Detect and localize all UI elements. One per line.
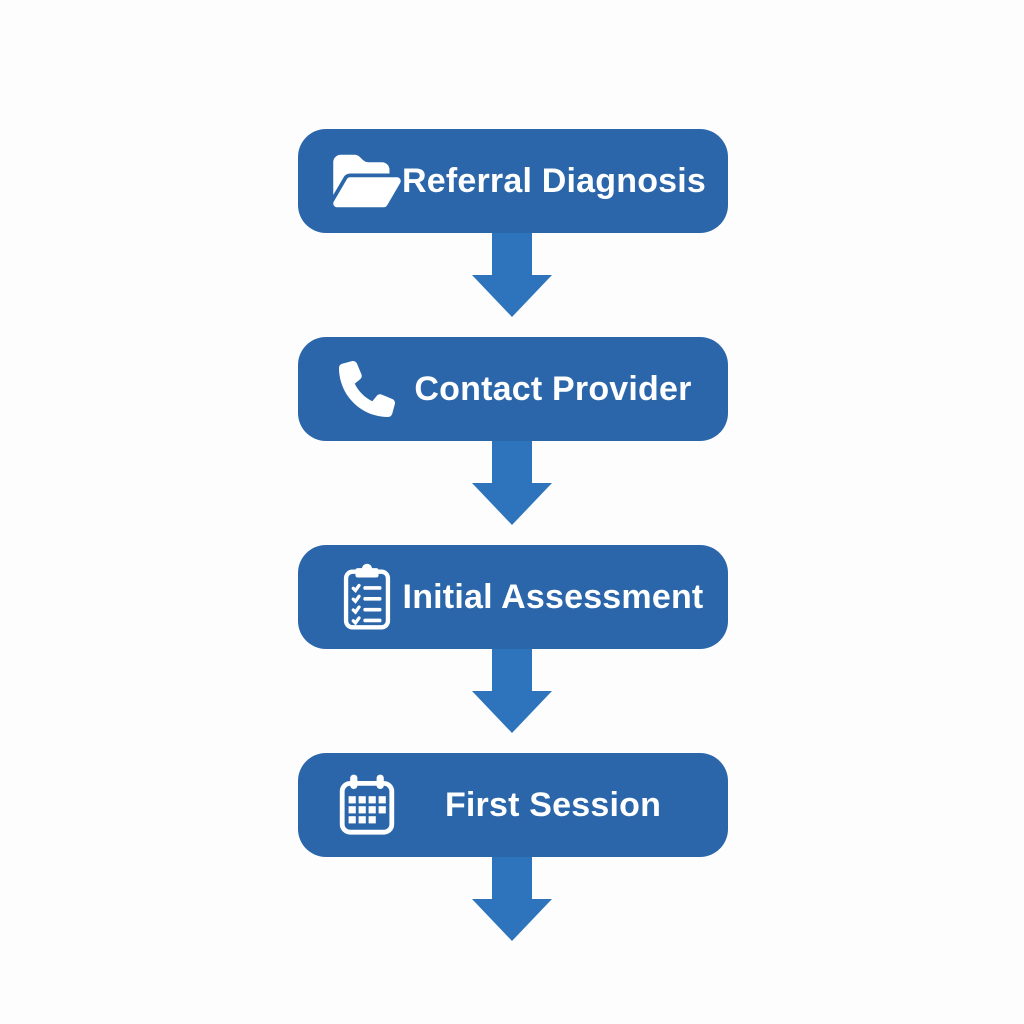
- step-label: Initial Assessment: [402, 577, 704, 616]
- phone-icon: [332, 361, 402, 417]
- calendar-icon: [332, 773, 402, 837]
- step-label: Contact Provider: [414, 369, 692, 408]
- step-label: Referral Diagnosis: [402, 161, 707, 200]
- step-initial-assessment: Initial Assessment: [298, 545, 728, 649]
- folder-open-icon: [332, 151, 402, 211]
- step-first-session: First Session: [298, 753, 728, 857]
- down-arrow-icon: [472, 233, 552, 317]
- step-contact-provider: Contact Provider: [298, 337, 728, 441]
- down-arrow-icon: [472, 857, 552, 941]
- down-arrow-icon: [472, 441, 552, 525]
- step-label: First Session: [444, 785, 662, 824]
- step-referral-diagnosis: Referral Diagnosis: [298, 129, 728, 233]
- down-arrow-icon: [472, 649, 552, 733]
- clipboard-list-icon: [332, 562, 402, 632]
